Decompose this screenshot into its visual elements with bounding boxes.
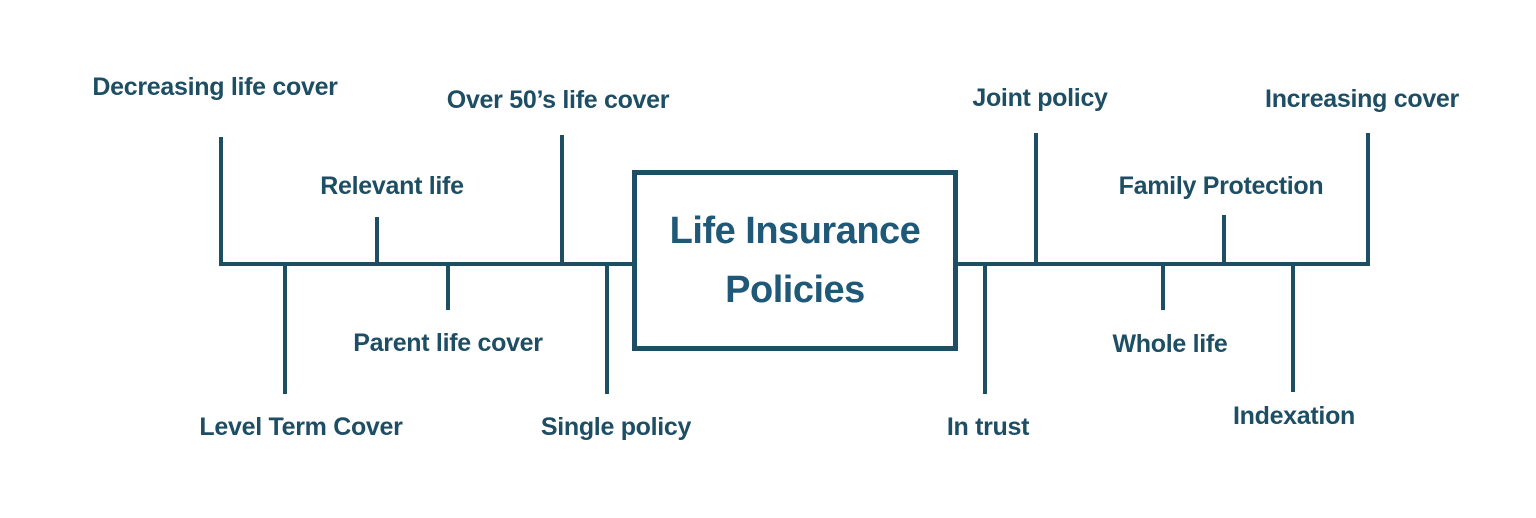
connector-whole-life bbox=[1161, 262, 1165, 310]
connector-over-50s-life-cover bbox=[560, 135, 564, 266]
connector-trunk-left bbox=[219, 262, 636, 266]
node-label-indexation: Indexation bbox=[1232, 402, 1356, 430]
connector-joint-policy bbox=[1034, 133, 1038, 266]
center-node-title-line1: Life Insurance bbox=[669, 209, 921, 252]
connector-parent-life-cover bbox=[446, 262, 450, 310]
node-label-decreasing-life-cover: Decreasing life cover bbox=[92, 73, 338, 101]
connector-level-term-cover bbox=[283, 262, 287, 394]
connector-indexation bbox=[1291, 262, 1295, 392]
connector-relevant-life bbox=[375, 217, 379, 266]
center-node-life-insurance-policies: Life Insurance Policies bbox=[632, 170, 958, 351]
node-label-single-policy: Single policy bbox=[540, 413, 692, 441]
node-label-family-protection: Family Protection bbox=[1118, 172, 1324, 200]
connector-in-trust bbox=[983, 262, 987, 394]
connector-single-policy bbox=[605, 262, 609, 394]
node-label-increasing-cover: Increasing cover bbox=[1265, 85, 1459, 113]
center-node-title-line2: Policies bbox=[725, 268, 865, 311]
node-label-level-term-cover: Level Term Cover bbox=[199, 413, 403, 441]
node-label-whole-life: Whole life bbox=[1112, 330, 1228, 358]
connector-increasing-cover bbox=[1366, 133, 1370, 266]
node-label-relevant-life: Relevant life bbox=[320, 172, 464, 200]
node-label-in-trust: In trust bbox=[946, 413, 1030, 441]
node-label-over-50s-life-cover: Over 50’s life cover bbox=[446, 86, 670, 114]
connector-family-protection bbox=[1222, 215, 1226, 266]
connector-decreasing-life-cover bbox=[219, 137, 223, 266]
node-label-joint-policy: Joint policy bbox=[972, 84, 1108, 112]
node-label-parent-life-cover: Parent life cover bbox=[353, 329, 543, 357]
